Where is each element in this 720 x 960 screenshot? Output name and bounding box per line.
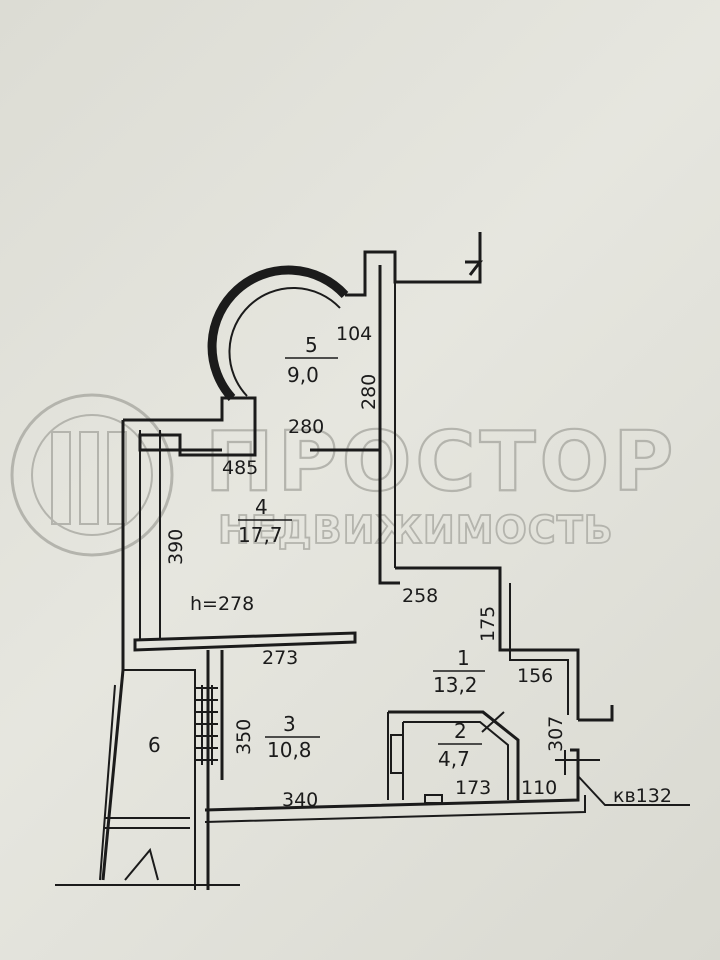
room-labels: 5 9,0 4 17,7 3 10,8 1 13,2 2 4,7 6 [148, 333, 485, 771]
dimension-156: 156 [517, 665, 553, 687]
ceiling-height: h=278 [190, 593, 254, 615]
bay-window-arc-inner [228, 286, 341, 397]
top-right-step [465, 260, 484, 276]
room-4-number: 4 [255, 495, 268, 519]
dimension-104: 104 [336, 323, 372, 345]
dimension-258: 258 [402, 585, 438, 607]
entrance-door-mark [555, 750, 600, 775]
entrance-stub [570, 705, 614, 790]
watermark-logo-bar-3 [107, 431, 127, 525]
bottom-wall-inner [204, 795, 586, 823]
dimension-173: 173 [455, 777, 491, 799]
room-6-number: 6 [148, 733, 161, 757]
room-3-area: 10,8 [267, 738, 312, 762]
living-room-top-wall [123, 396, 257, 457]
room-1-area: 13,2 [433, 673, 478, 697]
apartment-label: кв132 [613, 785, 672, 807]
watermark-logo-bar-2 [79, 431, 99, 525]
room-5-number: 5 [305, 333, 318, 357]
dimension-390: 390 [165, 529, 187, 565]
dimension-280-vertical: 280 [358, 374, 380, 410]
watermark-title: ПРОСТОР [205, 415, 677, 510]
bathroom-vent [481, 711, 506, 733]
dimension-307: 307 [545, 716, 567, 752]
dimension-350: 350 [233, 719, 255, 755]
room6-walls [99, 669, 196, 890]
room-5-area: 9,0 [287, 363, 319, 387]
partition-4-3 [133, 631, 357, 652]
watermark-logo-bar-1 [51, 431, 71, 525]
dimension-110: 110 [521, 777, 557, 799]
left-wall-inner [139, 430, 161, 640]
room3-left-wall [206, 650, 224, 890]
room-1-number: 1 [457, 646, 470, 670]
watermark-logo-outer-circle [10, 393, 174, 557]
balcony-opening [55, 847, 240, 886]
dimension-175: 175 [477, 606, 499, 642]
bay-window-arc [207, 265, 349, 402]
top-right-wall [345, 232, 482, 297]
dimensions: 104 280 280 485 390 258 175 273 156 350 … [165, 323, 567, 811]
bathroom-drain [424, 794, 443, 804]
room-4-area: 17,7 [238, 523, 283, 547]
apartment-pointer-line [577, 775, 690, 806]
room5-right-wall [378, 265, 400, 585]
room-2-number: 2 [454, 719, 467, 743]
watermark: ПРОСТОР НЕДВИЖИМОСТЬ [10, 393, 677, 557]
dimension-280-horizontal: 280 [288, 416, 324, 438]
watermark-subtitle: НЕДВИЖИМОСТЬ [218, 508, 614, 552]
dimension-485: 485 [222, 457, 258, 479]
walls [55, 232, 690, 890]
room-3-number: 3 [283, 712, 296, 736]
bottom-wall [204, 790, 580, 812]
room-2-area: 4,7 [438, 747, 470, 771]
dimension-273: 273 [262, 647, 298, 669]
corridor-right-wall-inner [509, 583, 569, 715]
dimension-340: 340 [282, 789, 318, 811]
watermark-logo-inner-circle [31, 414, 153, 536]
bathroom-sink [390, 734, 404, 774]
corridor-right-wall [395, 566, 580, 720]
radiator [195, 685, 218, 765]
